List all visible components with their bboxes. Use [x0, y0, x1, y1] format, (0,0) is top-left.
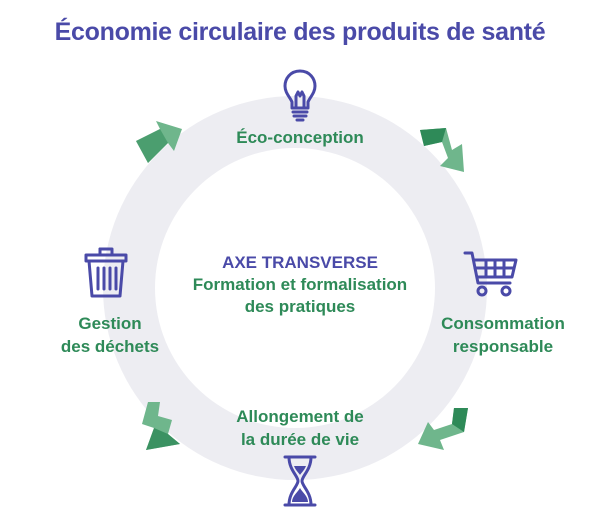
center-text: Formation et formalisation des pratiques — [192, 275, 408, 316]
page-title: Économie circulaire des produits de sant… — [54, 18, 546, 46]
cycle-arrow-icon — [418, 408, 468, 450]
stage-left-label: Gestion des déchets — [60, 314, 160, 356]
trash-bin-icon — [84, 247, 128, 298]
lightbulb-icon — [283, 69, 317, 122]
stage-bottom-label: Allongement de la durée de vie — [236, 407, 364, 449]
cycle-arrow-icon — [142, 402, 180, 450]
center-block: AXE TRANSVERSE Formation et formalisatio… — [175, 252, 425, 318]
stage-right-label: Consommation responsable — [441, 314, 565, 356]
stage-top-label: Éco-conception — [236, 128, 364, 147]
cycle-ring-center — [155, 148, 435, 428]
shopping-cart-icon — [463, 251, 518, 297]
center-heading: AXE TRANSVERSE — [222, 253, 378, 272]
cycle-arrow-icon — [420, 128, 464, 172]
cycle-arrow-icon — [136, 121, 182, 163]
hourglass-icon — [283, 455, 317, 507]
